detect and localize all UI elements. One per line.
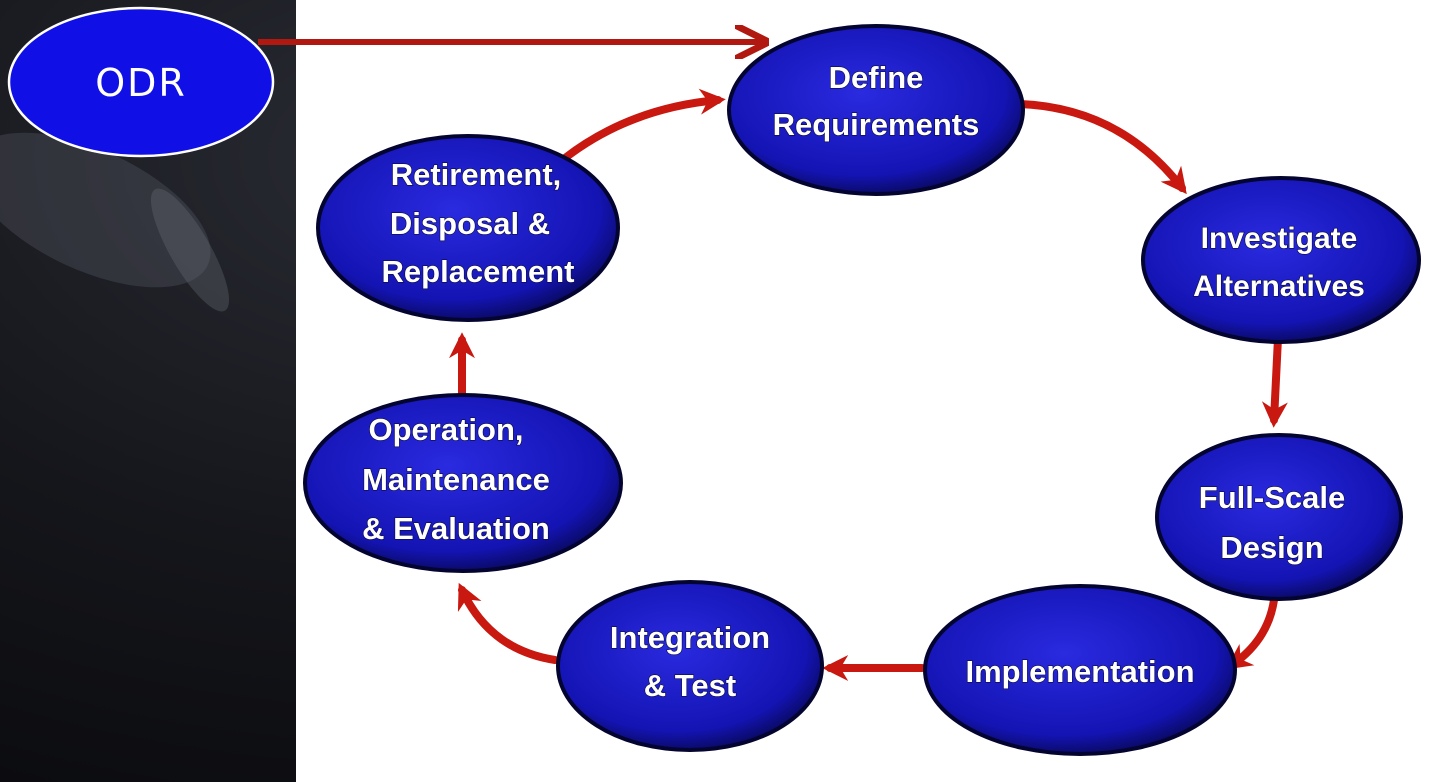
stage-investigate-alternatives[interactable]: Investigate Alternatives	[1141, 176, 1421, 344]
stage-integration-test[interactable]: Integration & Test	[556, 580, 824, 752]
stage-retirement-disposal-replacement[interactable]: Retirement, Disposal & Replacement	[316, 134, 620, 322]
stage-operation-maintenance-evaluation[interactable]: Operation, Maintenance & Evaluation	[303, 393, 623, 573]
stage-line: Disposal &	[390, 206, 550, 241]
stage-line: Design	[1220, 530, 1323, 565]
arrow-define-to-investigate	[1016, 100, 1187, 195]
cycle-arrows	[449, 88, 1288, 681]
stage-line: Operation,	[368, 412, 523, 447]
stage-line: Integration	[610, 620, 770, 655]
stage-line: Investigate	[1201, 222, 1358, 255]
odr-node[interactable]: ODR	[7, 6, 275, 158]
stage-line: & Test	[644, 668, 736, 703]
arrow-investigate-to-fullscale	[1261, 334, 1288, 428]
stage-line: & Evaluation	[362, 511, 550, 546]
stage-line: Full-Scale	[1199, 480, 1345, 515]
stage-line: Define	[829, 60, 924, 95]
arrow-fullscale-to-implementation	[1225, 596, 1278, 670]
arrow-retirement-to-define	[561, 88, 726, 162]
stage-define-requirements[interactable]: Define Requirements	[727, 24, 1025, 196]
odr-label: ODR	[95, 61, 187, 105]
stage-implementation[interactable]: Implementation	[923, 584, 1237, 756]
stage-line: Replacement	[382, 254, 575, 289]
stage-line: Requirements	[773, 107, 980, 142]
stage-line: Alternatives	[1193, 270, 1365, 303]
arrow-integration-to-operation	[457, 582, 559, 664]
stage-full-scale-design[interactable]: Full-Scale Design	[1155, 433, 1403, 601]
stage-line: Retirement,	[391, 157, 562, 192]
stage-line: Implementation	[965, 654, 1194, 689]
stage-line: Maintenance	[362, 462, 550, 497]
